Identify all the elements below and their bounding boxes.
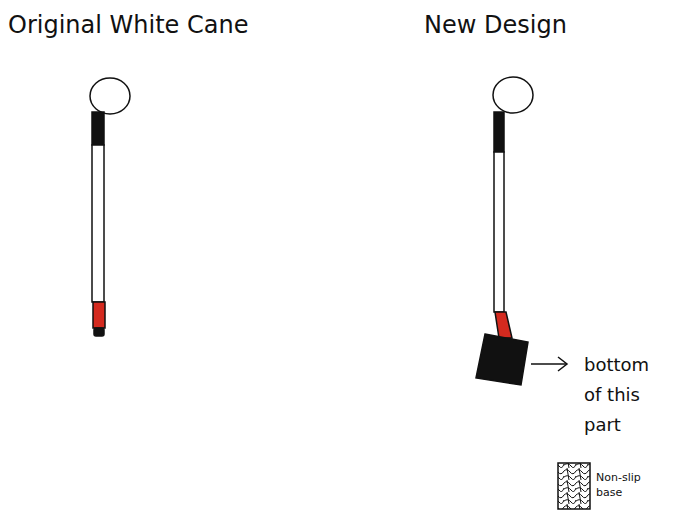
cane-grip bbox=[494, 112, 504, 152]
cane-tip bbox=[94, 328, 104, 336]
heading: New Design bbox=[424, 10, 624, 40]
new-cane bbox=[476, 77, 533, 385]
heading: Original White Cane bbox=[8, 10, 308, 40]
cane-shaft bbox=[494, 152, 504, 312]
non-slip-block bbox=[476, 334, 528, 385]
cane-handle bbox=[90, 78, 130, 114]
original-cane bbox=[90, 78, 130, 336]
cane-shaft bbox=[92, 145, 104, 302]
cane-grip bbox=[92, 112, 104, 145]
cane-red-band bbox=[93, 302, 105, 328]
callout-note: bottom of this part bbox=[584, 350, 668, 440]
cane-red-band bbox=[495, 312, 512, 338]
swatch-label: Non-slip base bbox=[596, 470, 658, 500]
cane-handle bbox=[493, 77, 533, 113]
leader-arrow bbox=[531, 357, 567, 371]
non-slip-swatch bbox=[558, 463, 590, 509]
